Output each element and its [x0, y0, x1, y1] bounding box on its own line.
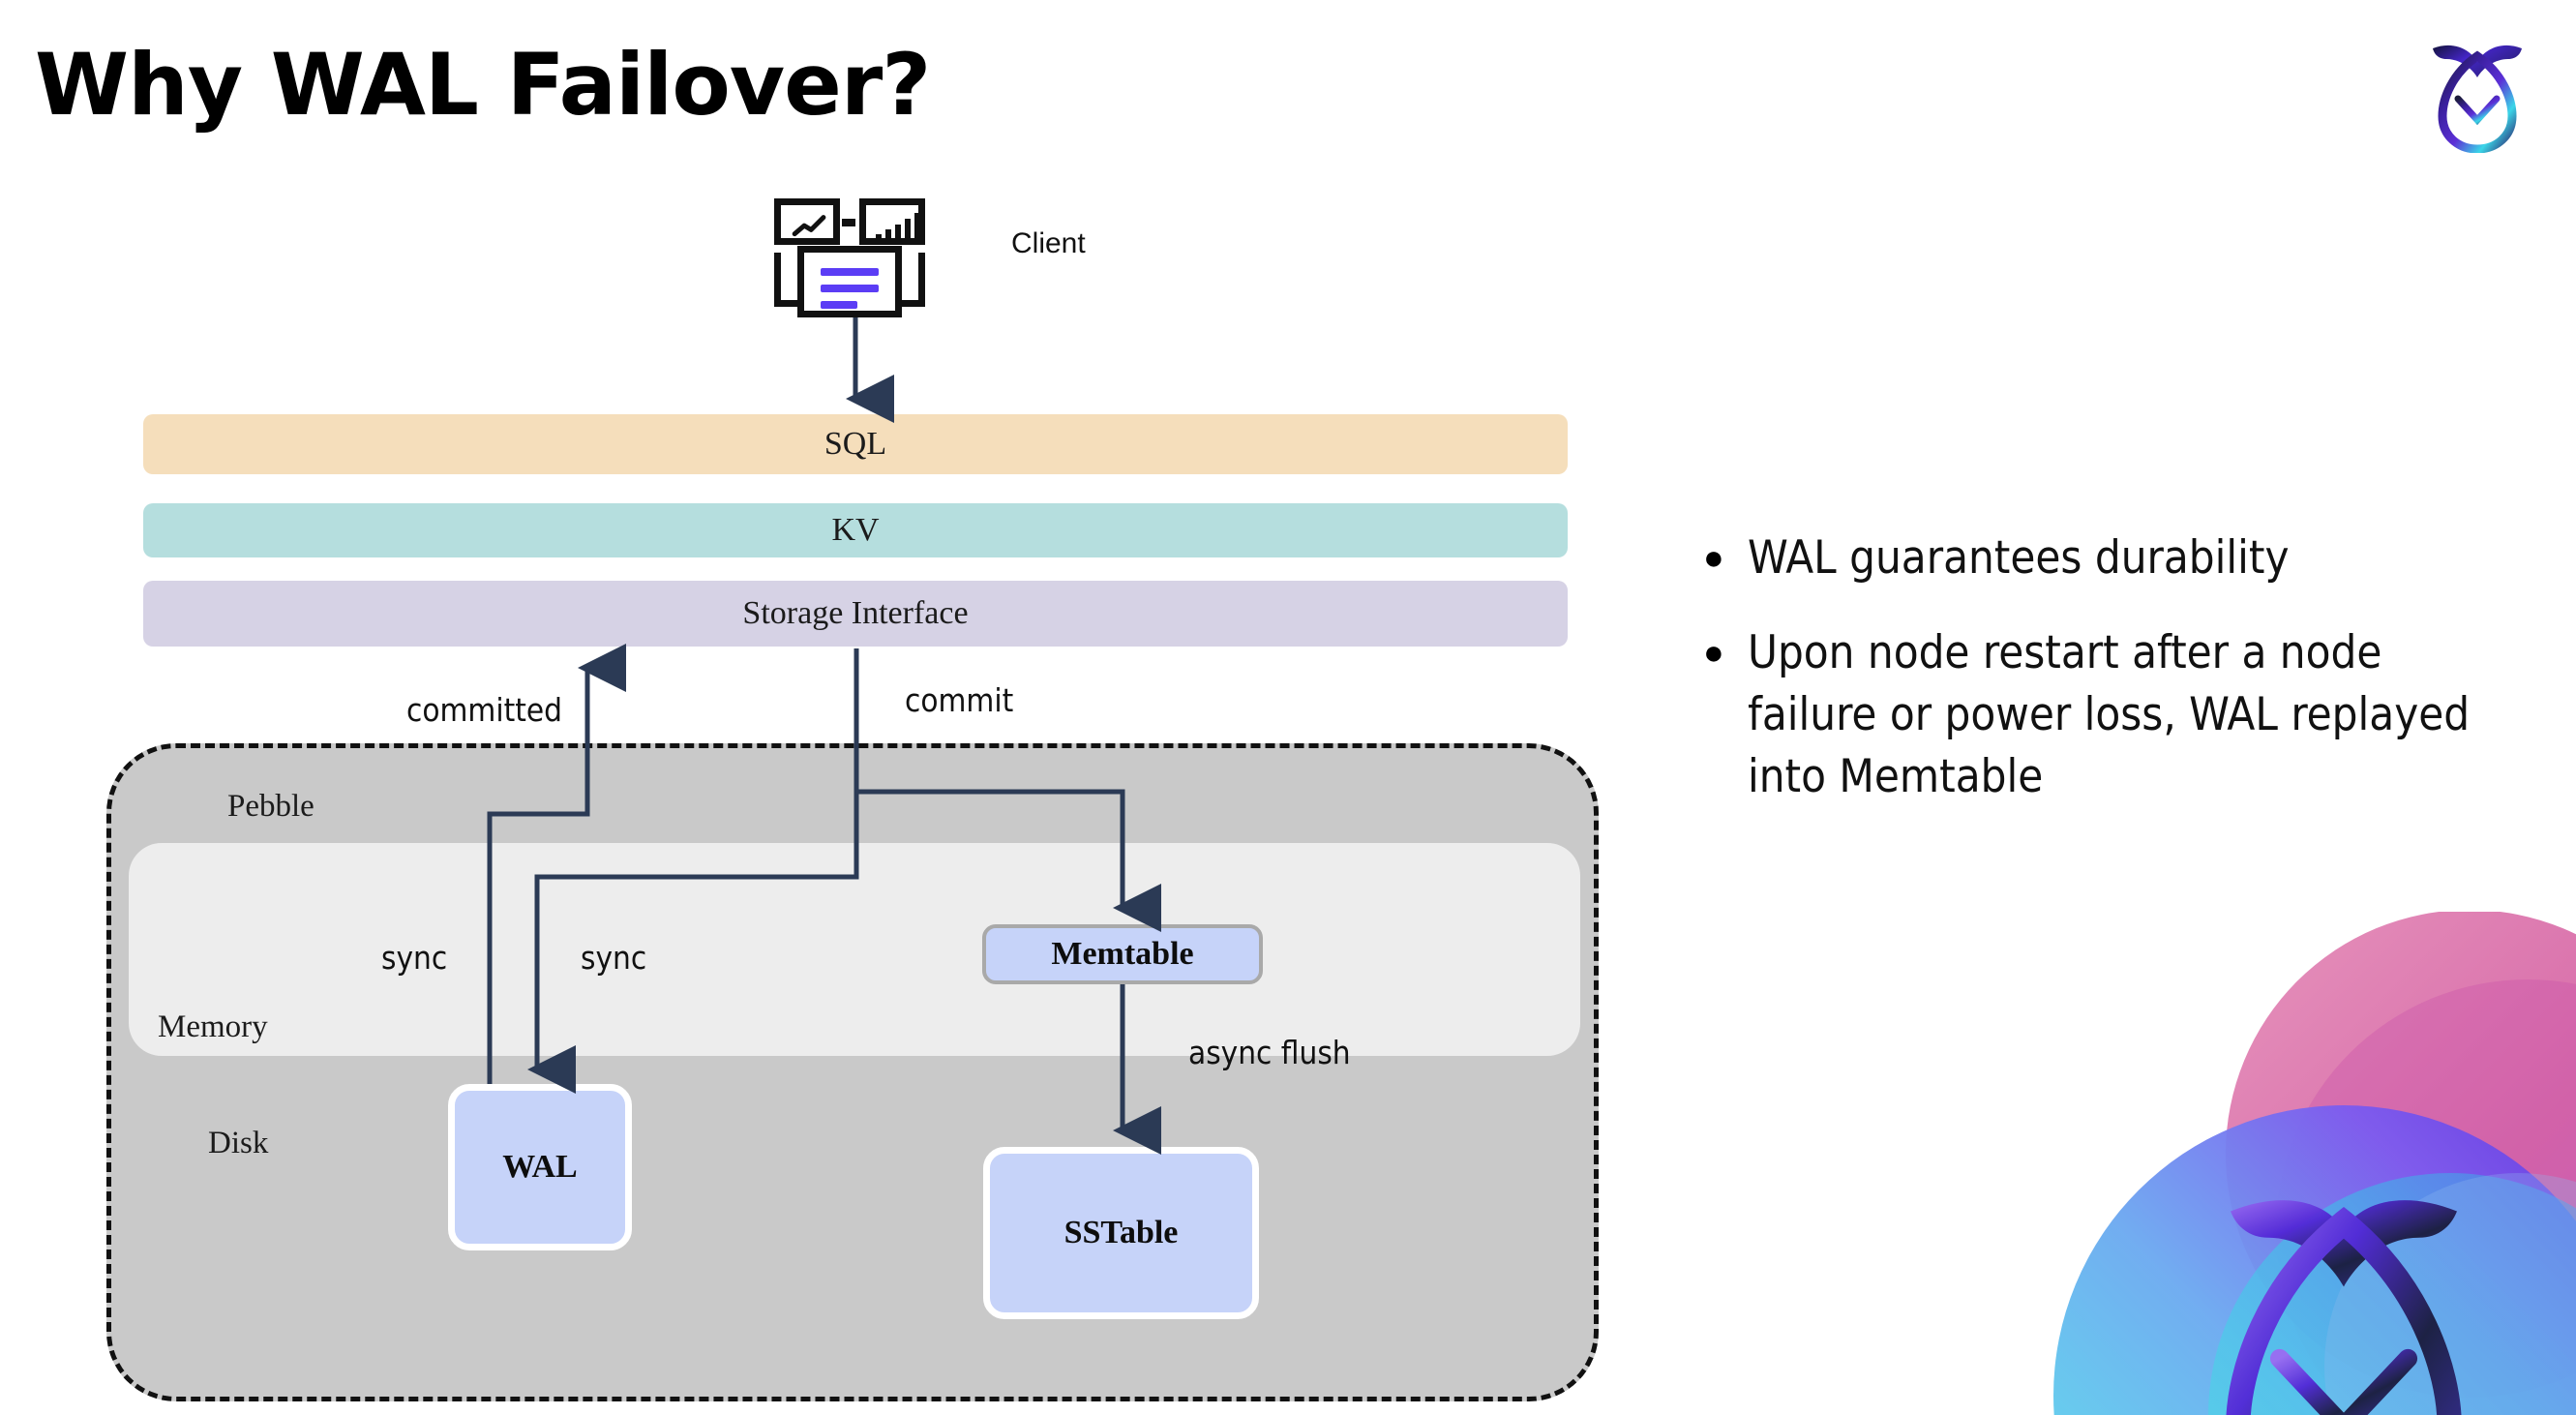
node-wal-label: WAL — [502, 1149, 578, 1185]
client-bar-chart-box — [859, 198, 925, 245]
bullet-marker-icon: ● — [1703, 632, 1724, 672]
node-sstable: SSTable — [983, 1147, 1259, 1319]
decorative-corner-graphic — [1928, 912, 2576, 1415]
layer-bar-storage-interface: Storage Interface — [143, 581, 1568, 647]
diagram-edges — [487, 317, 1161, 1155]
edge-label-sync-right: sync — [581, 939, 647, 977]
client-icon-dash — [842, 219, 855, 226]
pebble-container: Pebble Memory Disk — [106, 743, 1599, 1401]
client-right-bracket — [900, 253, 925, 307]
layer-label-kv: KV — [831, 512, 880, 548]
architecture-diagram: Client SQL KV Storage Interface Pebble M… — [106, 198, 1599, 1401]
client-icon — [774, 198, 929, 317]
layer-label-storage-interface: Storage Interface — [742, 595, 969, 631]
client-left-bracket — [774, 253, 799, 307]
disk-label: Disk — [208, 1126, 269, 1160]
client-line-chart-box — [774, 198, 840, 245]
bullet-marker-icon: ● — [1703, 537, 1724, 577]
bullet-text-1: Upon node restart after a node failure o… — [1748, 626, 2471, 803]
client-document-box — [797, 246, 902, 317]
cockroachdb-logo-icon — [2419, 27, 2535, 154]
client-label: Client — [1011, 227, 1086, 259]
node-memtable-label: Memtable — [1051, 936, 1194, 972]
node-sstable-label: SSTable — [1063, 1215, 1179, 1250]
edge-label-async-flush: async flush — [1188, 1034, 1351, 1071]
pebble-label: Pebble — [227, 789, 315, 824]
memory-label: Memory — [158, 1009, 268, 1044]
layer-bar-sql: SQL — [143, 414, 1568, 474]
bullet-list: ● WAL guarantees durability ● Upon node … — [1703, 527, 2506, 841]
layer-label-sql: SQL — [824, 426, 887, 462]
list-item: ● Upon node restart after a node failure… — [1703, 622, 2506, 808]
layer-bar-kv: KV — [143, 503, 1568, 557]
list-item: ● WAL guarantees durability — [1703, 527, 2506, 589]
edge-label-sync-left: sync — [381, 939, 448, 977]
bullet-text-0: WAL guarantees durability — [1748, 531, 2290, 585]
page-title: Why WAL Failover? — [35, 35, 931, 135]
edge-label-committed: committed — [406, 691, 562, 729]
edge-label-commit: commit — [905, 681, 1014, 719]
